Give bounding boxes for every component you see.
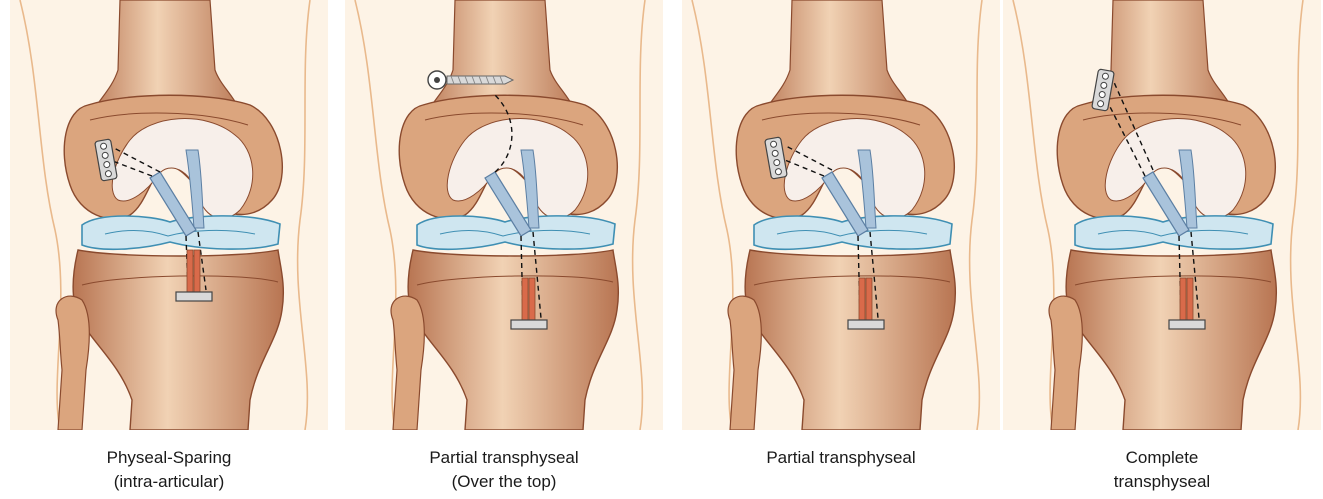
graft-strand: [866, 278, 872, 324]
graft-strand: [529, 278, 535, 324]
graft-strand: [859, 278, 865, 324]
tibial-fixation-button: [176, 292, 212, 301]
panel-physeal-sparing: Physeal-Sparing (intra-articular): [10, 0, 328, 499]
plate-hole: [100, 143, 107, 150]
plate-hole: [772, 150, 779, 157]
knee-illustration-partial-transphyseal: [682, 0, 1000, 430]
caption-physeal-sparing: Physeal-Sparing (intra-articular): [10, 446, 328, 494]
knee-illustration-over-the-top: [345, 0, 663, 430]
graft-strand: [194, 250, 200, 296]
plate-hole: [1102, 73, 1109, 80]
caption-line-2: (Over the top): [345, 470, 663, 494]
plate-hole: [770, 141, 777, 148]
plate-hole: [105, 170, 112, 177]
graft-strand: [187, 250, 193, 296]
plate-hole: [1099, 91, 1106, 98]
tibial-fixation-button: [511, 320, 547, 329]
caption-complete-transphyseal: Complete transphyseal: [1003, 446, 1321, 494]
plate-hole: [102, 152, 109, 159]
plate-hole: [1100, 82, 1107, 89]
graft-strand: [1180, 278, 1186, 324]
caption-line-1: Partial transphyseal: [345, 446, 663, 470]
screw-head: [434, 77, 440, 83]
caption-line-1: Partial transphyseal: [682, 446, 1000, 470]
panel-partial-transphyseal: Partial transphyseal: [682, 0, 1000, 499]
graft-strand: [522, 278, 528, 324]
graft-strand: [1187, 278, 1193, 324]
plate-hole: [1097, 100, 1104, 107]
plate-hole: [103, 161, 110, 168]
caption-line-1: Complete: [1003, 446, 1321, 470]
plate-hole: [773, 159, 780, 166]
caption-line-2: (intra-articular): [10, 470, 328, 494]
caption-partial-over-the-top: Partial transphyseal (Over the top): [345, 446, 663, 494]
plate-hole: [775, 168, 782, 175]
caption-line-1: Physeal-Sparing: [10, 446, 328, 470]
caption-line-2: transphyseal: [1003, 470, 1321, 494]
caption-partial-transphyseal: Partial transphyseal: [682, 446, 1000, 470]
knee-illustration-physeal-sparing: [10, 0, 328, 430]
panel-partial-over-the-top: Partial transphyseal (Over the top): [345, 0, 663, 499]
tibial-fixation-button: [848, 320, 884, 329]
tibial-fixation-button: [1169, 320, 1205, 329]
panel-complete-transphyseal: Complete transphyseal: [1003, 0, 1321, 499]
knee-illustration-complete-transphyseal: [1003, 0, 1321, 430]
